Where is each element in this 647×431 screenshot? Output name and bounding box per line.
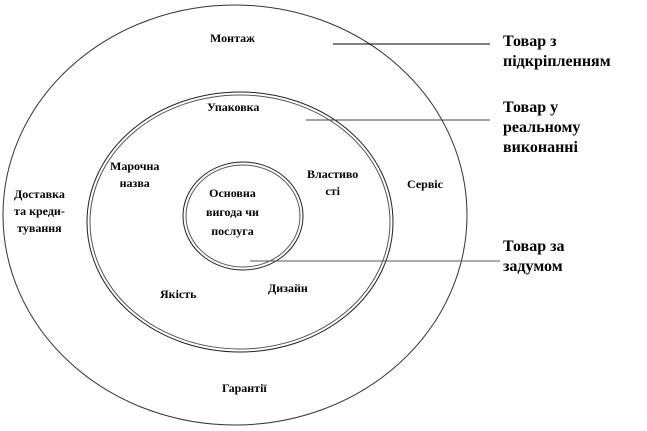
outer-ring-augmented: [2, 4, 468, 426]
label-core-benefit: Основна вигода чи послуга: [206, 184, 259, 241]
label-line: Основна: [209, 186, 256, 200]
label-line: Доставка: [14, 187, 65, 201]
legend-line: реальному: [503, 119, 581, 136]
label-service: Сервіс: [407, 177, 443, 191]
legend-line: виконанні: [503, 139, 578, 156]
inner-ring-core-inner: [185, 164, 301, 268]
legend-line: Товар з: [503, 33, 557, 50]
middle-ring-actual: [86, 91, 394, 353]
label-line: тування: [17, 221, 62, 235]
legend-line: Товар за: [503, 238, 565, 255]
label-line: назва: [119, 176, 150, 190]
legend-line: задумом: [503, 258, 563, 275]
legend-core-product: Товар за задумом: [503, 237, 565, 277]
label-line: Властиво: [307, 167, 359, 181]
legend-actual-product: Товар у реальному виконанні: [503, 98, 580, 158]
label-brand-name: Марочна назва: [110, 158, 159, 192]
label-line: послуга: [211, 224, 254, 238]
middle-ring-actual-inner: [89, 94, 391, 350]
label-line: вигода чи: [206, 205, 259, 219]
label-delivery-credit: Доставка та креди- тування: [14, 186, 65, 237]
label-montage: Монтаж: [210, 31, 255, 45]
label-line: та креди-: [14, 204, 65, 218]
label-line: сті: [325, 184, 340, 198]
label-warranty: Гарантії: [222, 381, 267, 395]
label-packaging: Упаковка: [207, 100, 260, 114]
label-quality: Якість: [160, 287, 197, 301]
label-properties: Властиво сті: [307, 166, 358, 200]
legend-line: підкріпленням: [503, 53, 611, 70]
legend-line: Товар у: [503, 99, 559, 116]
label-line: Марочна: [110, 159, 160, 173]
legend-augmented-product: Товар з підкріпленням: [503, 32, 611, 72]
inner-ring-core: [182, 161, 304, 271]
label-design: Дизайн: [268, 281, 308, 295]
